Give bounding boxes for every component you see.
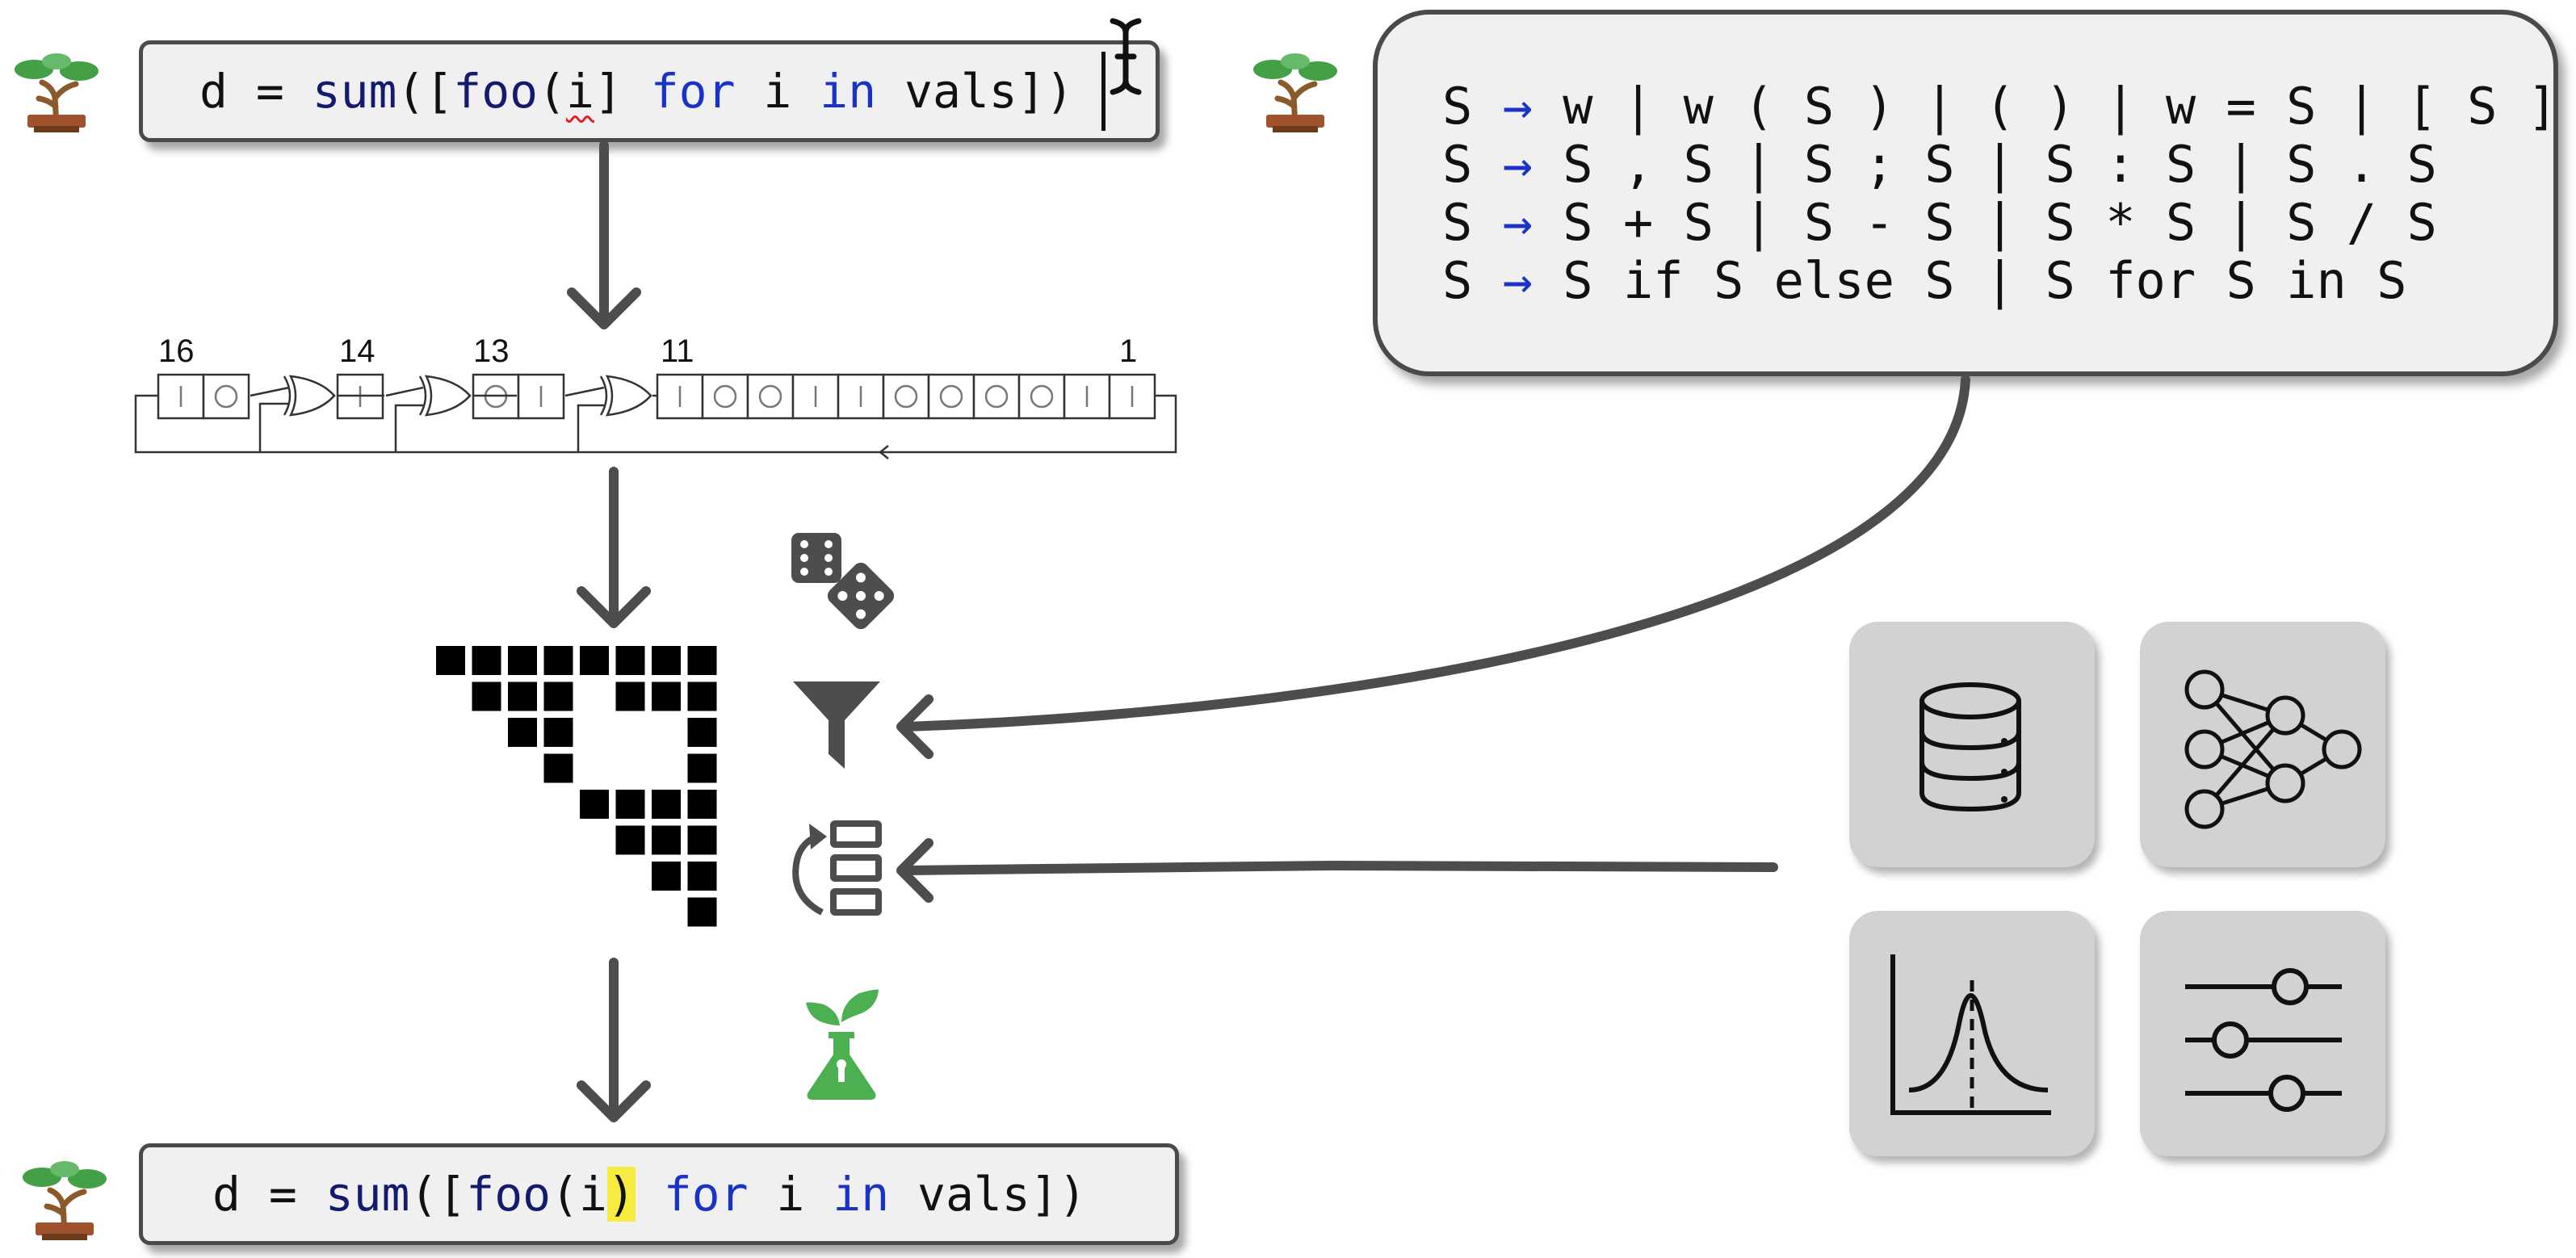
arrow-head [896,838,933,903]
register-cell [927,373,975,420]
matrix-cell [580,790,609,819]
matrix-cell [472,681,501,711]
matrix-cell [508,646,537,675]
matrix-cell [543,646,573,675]
arrow-head [577,1080,651,1122]
sliders-tile [2140,911,2385,1156]
matrix-cell [580,646,609,675]
grammar-rule: S → S , S | S ; S | S : S | S . S [1442,135,2437,194]
broken-code-box: d = sum([foo(i] for i in vals]) [139,40,1160,142]
syntax-error-squiggle: i [565,64,594,119]
matrix-cell [687,681,717,711]
text-cursor-icon [1110,18,1142,95]
seedling-flask-icon [806,989,879,1100]
arrow-head [896,694,933,759]
lfsr-wire [564,386,605,397]
register-cell [1017,373,1066,420]
matrix-cell [615,790,645,819]
register-cell [746,373,795,420]
matrix-cell [543,753,573,783]
matrix-cell [615,681,645,711]
bonsai-tree-icon [15,53,99,132]
grammar-rule: S → S if S else S | S for S in S [1442,251,2407,310]
grammar-to-filter-arrow [900,375,1970,732]
sliders-icon [2185,968,2342,1112]
matrix-cell [687,825,717,855]
lfsr-register: 16 14 13 11 1 [158,333,1137,369]
matrix-cell [615,646,645,675]
lfsr-wire [250,386,290,397]
matrix-cell [508,718,537,747]
code-text: d = sum([foo(i) for i in vals]) [212,1167,1087,1222]
matrix-cell [652,825,681,855]
matrix-cell [687,718,717,747]
tap-label: 16 [158,333,195,369]
dice-icon [791,533,895,630]
register-cell [882,373,930,420]
parse-chart-matrix [436,646,717,927]
tap-label: 1 [1119,333,1137,369]
matrix-cell [687,897,717,927]
xor-gate [418,375,472,417]
matrix-cell [687,646,717,675]
neural-network-tile [2140,622,2385,867]
fix-highlight: ) [606,1167,636,1222]
tap-label: 14 [339,333,375,369]
matrix-cell [508,681,537,711]
tap-label: 11 [661,333,694,369]
arrow-head [577,586,651,628]
register-cell [701,373,749,420]
xor-gate [283,375,336,417]
matrix-cell [615,825,645,855]
register-cell [972,373,1021,420]
code-text: d = sum([foo(i] for i in vals]) [199,64,1074,119]
matrix-cell [687,790,717,819]
text-caret [1101,52,1105,131]
lfsr-wire [258,402,289,452]
database-icon [1919,682,2021,812]
lfsr-wire [577,404,604,452]
lfsr-wire [878,445,889,459]
register-cell [1063,373,1111,420]
matrix-cell [687,862,717,891]
grammar-rule: S → w | w ( S ) | ( ) | w = S | [ S ] [1442,77,2558,136]
matrix-cell [652,646,681,675]
cell-zero-mark [939,384,963,409]
lfsr-wire [385,386,424,397]
database-tile [1849,622,2095,867]
matrix-cell [652,790,681,819]
matrix-cell [543,681,573,711]
matrix-cell [472,646,501,675]
grammar-rule: S → S + S | S - S | S * S | S / S [1442,193,2437,252]
models-to-rerank-arrow [900,861,1778,875]
cell-zero-mark [984,384,1009,409]
grammar-box: S → w | w ( S ) | ( ) | w = S | [ S ] S … [1373,10,2558,376]
lfsr-wire [394,404,423,452]
bonsai-tree-icon [23,1161,107,1240]
distribution-tile [1849,911,2095,1156]
cell-zero-mark [758,384,782,409]
cell-zero-mark [713,384,737,409]
cell-zero-mark [1030,384,1054,409]
bonsai-tree-icon [1253,53,1337,132]
repaired-code-box: d = sum([foo(i) for i in vals]) [139,1143,1179,1245]
matrix-cell [652,681,681,711]
xor-gate [599,375,652,417]
matrix-cell [543,718,573,747]
matrix-cell [436,646,465,675]
lfsr-wire [134,394,1177,454]
funnel-filter-icon [793,681,880,769]
gaussian-distribution-icon [1890,954,2051,1115]
neural-network-icon [2184,669,2362,829]
arrow-head [567,287,641,329]
register-cell [202,373,250,420]
cell-zero-mark [894,384,918,409]
matrix-cell [687,753,717,783]
matrix-cell [652,862,681,891]
tap-label: 13 [473,333,510,369]
rerank-list-icon [792,820,882,916]
cell-zero-mark [214,384,238,409]
